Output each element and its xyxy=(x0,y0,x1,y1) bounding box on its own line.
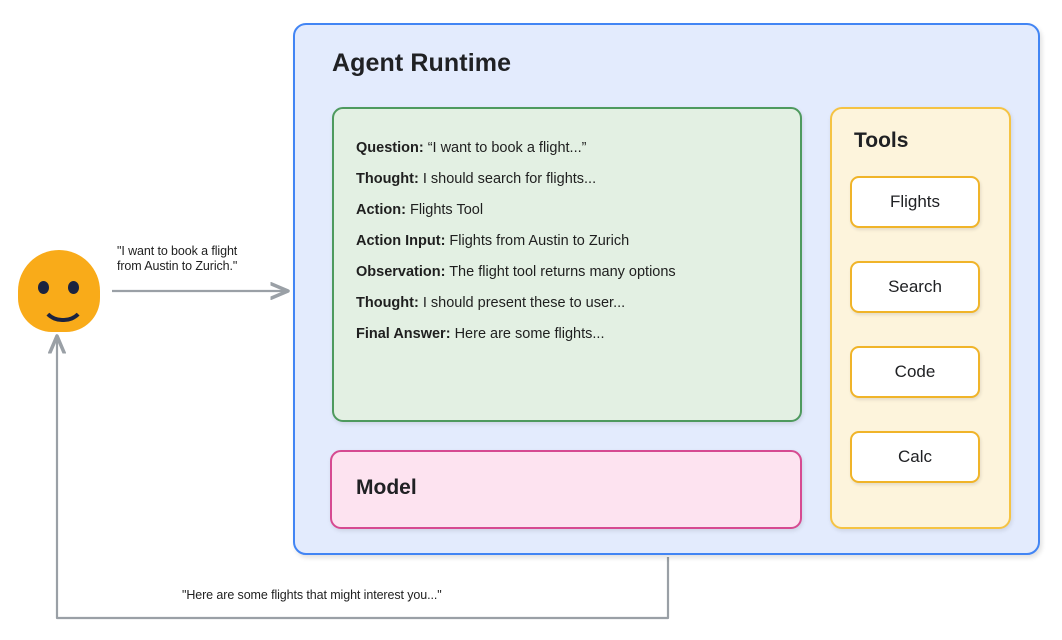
tool-button-label: Search xyxy=(888,277,942,296)
react-trace-value: I should search for flights... xyxy=(418,171,597,187)
react-trace-value: I should present these to user... xyxy=(418,295,626,311)
request-arrow-label: "I want to book a flight from Austin to … xyxy=(117,244,238,273)
tool-button-search[interactable]: Search xyxy=(850,261,980,313)
react-trace-key: Thought: xyxy=(356,295,419,311)
tools-title: Tools xyxy=(854,129,909,152)
react-trace-value: Here are some flights... xyxy=(450,326,605,342)
react-trace-key: Action: xyxy=(356,202,406,218)
response-arrow xyxy=(57,336,670,620)
react-trace-key: Observation: xyxy=(356,264,446,280)
react-trace-line: Thought: I should search for flights... xyxy=(356,164,800,195)
model-box: Model xyxy=(330,450,802,529)
react-trace-line: Final Answer: Here are some flights... xyxy=(356,319,800,350)
react-trace-value: Flights from Austin to Zurich xyxy=(445,233,630,249)
avatar-smile xyxy=(40,294,86,322)
tool-button-label: Calc xyxy=(897,447,932,466)
tool-button-label: Flights xyxy=(889,192,941,211)
react-trace-lines: Question: “I want to book a flight...”Th… xyxy=(356,133,800,350)
react-trace-value: Flights Tool xyxy=(405,202,484,218)
react-trace-line: Action: Flights Tool xyxy=(356,195,800,226)
agent-runtime-title: Agent Runtime xyxy=(332,49,512,77)
react-trace-box: Question: “I want to book a flight...”Th… xyxy=(332,107,802,422)
react-trace-line: Question: “I want to book a flight...” xyxy=(356,133,800,164)
agent-runtime-panel: Agent Runtime Question: “I want to book … xyxy=(293,23,1040,555)
react-trace-line: Action Input: Flights from Austin to Zur… xyxy=(356,226,800,257)
smiley-user-avatar xyxy=(18,250,100,332)
avatar-eye-left xyxy=(38,281,49,294)
react-trace-line: Thought: I should present these to user.… xyxy=(356,288,800,319)
tool-button-flights[interactable]: Flights xyxy=(850,176,980,228)
tool-button-code[interactable]: Code xyxy=(850,346,980,398)
react-trace-line: Observation: The flight tool returns man… xyxy=(356,257,800,288)
avatar-eye-right xyxy=(68,281,79,294)
react-trace-value: “I want to book a flight...” xyxy=(423,140,587,156)
model-label: Model xyxy=(356,476,417,499)
tool-button-label: Code xyxy=(894,362,936,381)
react-trace-key: Question: xyxy=(356,140,424,156)
tool-button-calc[interactable]: Calc xyxy=(850,431,980,483)
react-trace-key: Final Answer: xyxy=(356,326,451,342)
response-arrow-label: "Here are some flights that might intere… xyxy=(182,588,442,602)
react-trace-key: Thought: xyxy=(356,171,419,187)
react-trace-value: The flight tool returns many options xyxy=(445,264,676,280)
react-trace-key: Action Input: xyxy=(356,233,446,249)
